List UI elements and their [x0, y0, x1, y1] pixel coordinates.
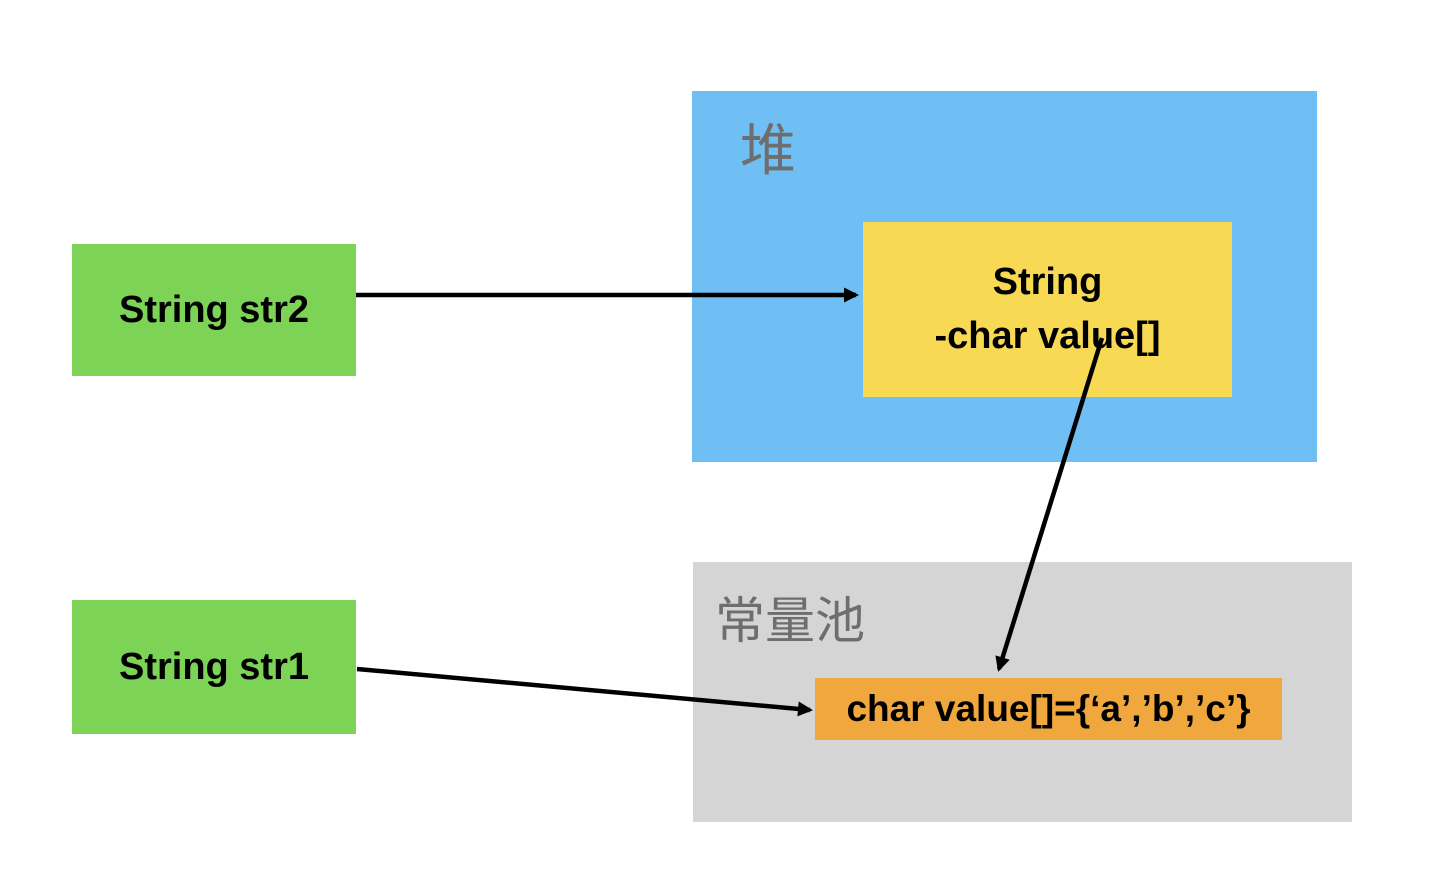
char-array-box: char value[]={‘a’,’b’,’c’}	[815, 678, 1282, 740]
constant-pool-label: 常量池	[715, 593, 865, 649]
string-object-line2: -char value[]	[934, 314, 1161, 357]
str2-variable-box: String str2	[72, 244, 356, 376]
heap-label: 堆	[740, 119, 796, 182]
heap-region: 堆 String -char value[]	[692, 91, 1317, 462]
str1-variable-box: String str1	[72, 600, 356, 734]
string-object-line1: String	[992, 260, 1103, 303]
string-object-box: String -char value[]	[863, 222, 1232, 397]
constant-pool-region: 常量池 char value[]={‘a’,’b’,’c’}	[693, 562, 1352, 822]
